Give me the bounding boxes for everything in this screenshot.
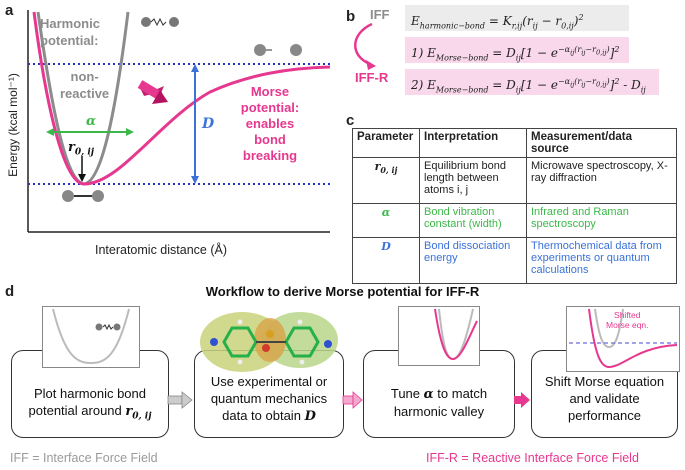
D-label: D xyxy=(202,116,215,132)
harmonic-eq-text: Eharmonic−bond = Kr,ij(rij − r0,ij)2 xyxy=(411,13,584,31)
interp-D: Bond dissociation energy xyxy=(419,237,527,284)
shifted-morse-thumbnail xyxy=(566,306,680,372)
param-alpha: α xyxy=(352,203,420,238)
workflow-arrows xyxy=(167,391,530,409)
workflow-title: Workflow to derive Morse potential for I… xyxy=(205,284,480,299)
arrow-1-to-2 xyxy=(167,391,193,409)
r0-label: r0, ij xyxy=(68,140,95,158)
interp-alpha: Bond vibration constant (width) xyxy=(419,203,527,238)
header-parameter: Parameter xyxy=(352,128,420,158)
footer-iff: IFF = Interface Force Field xyxy=(10,451,158,465)
table-row: α Bond vibration constant (width) Infrar… xyxy=(352,203,677,238)
panel-a-plot xyxy=(27,10,331,233)
morse-equation-2: 2) EMorse−bond = Dij[1 − e−αij(rij−r0,ij… xyxy=(405,69,659,95)
morse-label: Morse potential: enables bond breaking xyxy=(240,84,300,163)
header-source: Measurement/data source xyxy=(526,128,677,158)
arrow-3-to-4 xyxy=(514,392,530,408)
harmonic-equation: Eharmonic−bond = Kr,ij(rij − r0,ij)2 xyxy=(405,5,629,31)
source-alpha: Infrared and Raman spectroscopy xyxy=(526,203,677,238)
source-D: Thermochemical data from experiments or … xyxy=(526,237,677,284)
table-row: D Bond dissociation energy Thermochemica… xyxy=(352,237,677,284)
panel-a-label: a xyxy=(5,2,14,19)
param-D: D xyxy=(352,237,420,284)
param-r0: r0, ij xyxy=(352,157,420,204)
arrow-2-to-3 xyxy=(342,391,363,409)
iffr-label: IFF-R xyxy=(355,70,389,85)
panel-d-label: d xyxy=(5,283,15,300)
source-r0: Microwave spectroscopy, X-ray diffractio… xyxy=(526,157,677,204)
iff-label: IFF xyxy=(370,7,390,22)
shifted-morse-label: Shifted Morse eqn. xyxy=(606,310,649,330)
molecule-electron-density-image xyxy=(200,312,338,372)
x-axis-label: Interatomic distance (Å) xyxy=(95,243,227,257)
bonded-atoms-icon xyxy=(62,190,104,202)
header-interpretation: Interpretation xyxy=(419,128,527,158)
table-row: r0, ij Equilibrium bond length between a… xyxy=(352,157,677,204)
parameter-table: Parameter Interpretation Measurement/dat… xyxy=(352,128,677,284)
alpha-label: α xyxy=(86,114,97,129)
footer-iffr: IFF-R = Reactive Interface Force Field xyxy=(426,451,639,465)
separated-atoms-icon xyxy=(254,44,302,56)
table-header-row: Parameter Interpretation Measurement/dat… xyxy=(352,128,677,158)
tuned-morse-thumbnail xyxy=(398,306,480,366)
harmonic-label: Harmonic potential: xyxy=(40,16,100,48)
panel-c-label: c xyxy=(346,112,355,129)
y-axis-label: Energy (kcal mol⁻¹) xyxy=(6,73,20,177)
spring-molecule-icon xyxy=(141,17,179,27)
interp-r0: Equilibrium bond length between atoms i,… xyxy=(419,157,527,204)
panel-b-label: b xyxy=(346,8,356,25)
step-1-box: Plot harmonic bond potential around r0, … xyxy=(11,350,169,438)
iff-to-iffr-arrow xyxy=(354,22,376,70)
morse-equation-1: 1) EMorse−bond = Dij[1 − e−αij(rij−r0,ij… xyxy=(405,37,629,63)
nonreactive-label: non- reactive xyxy=(60,69,110,101)
harmonic-thumbnail xyxy=(42,306,140,368)
